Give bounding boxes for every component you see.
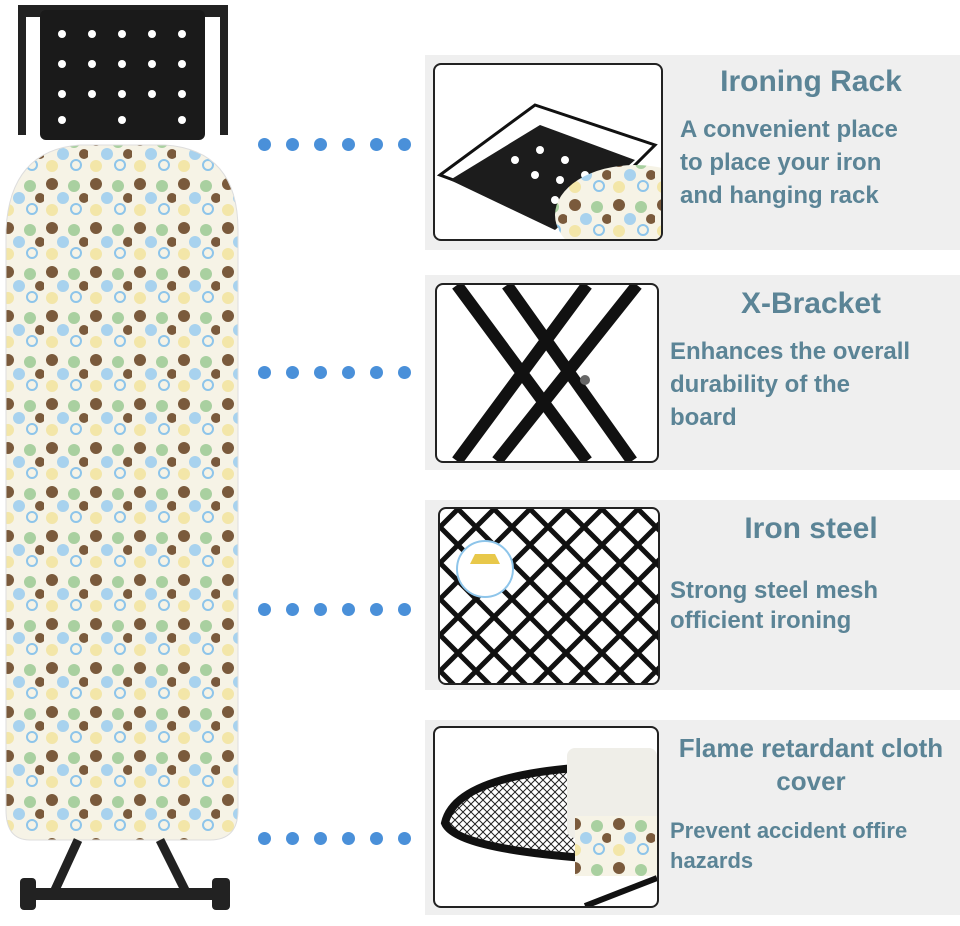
feature-title: X-Bracket bbox=[740, 287, 882, 320]
x-bracket-photo bbox=[435, 283, 659, 463]
feature-description-line: A convenient place bbox=[680, 116, 898, 143]
connector-dots-1 bbox=[258, 138, 411, 151]
feature-description-line: Strong steel mesh bbox=[670, 577, 879, 604]
feature-iron-steel: Iron steel Strong steel mesh officient i… bbox=[425, 500, 960, 690]
steel-mesh-photo bbox=[438, 507, 660, 685]
feature-description-line: hazards bbox=[670, 848, 754, 873]
ironing-rack-photo bbox=[433, 63, 663, 241]
connector-dots-3 bbox=[258, 603, 411, 616]
ironing-board-image bbox=[5, 5, 239, 910]
connector-dots-4 bbox=[258, 832, 411, 845]
feature-description-line: to place your iron bbox=[680, 149, 882, 176]
feature-title: Ironing Rack bbox=[720, 65, 902, 98]
feature-description-line: officient ironing bbox=[670, 607, 852, 634]
feature-description-line: board bbox=[670, 404, 737, 431]
feature-title: Flame retardant cloth cover bbox=[678, 733, 944, 796]
feature-description-line: durability of the bbox=[670, 371, 850, 398]
feature-description-line: and hanging rack bbox=[680, 182, 879, 209]
feature-cloth-cover: Flame retardant cloth cover Prevent acci… bbox=[425, 720, 960, 915]
connector-dots-2 bbox=[258, 366, 411, 379]
feature-ironing-rack: Ironing Rack A convenient place to place… bbox=[425, 55, 960, 250]
cloth-cover-photo bbox=[433, 726, 659, 908]
feature-description-line: Enhances the overall bbox=[670, 338, 911, 365]
feature-description-line: Prevent accident offire bbox=[670, 818, 908, 843]
feature-title: Iron steel bbox=[744, 512, 878, 545]
feature-x-bracket: X-Bracket Enhances the overall durabilit… bbox=[425, 275, 960, 470]
